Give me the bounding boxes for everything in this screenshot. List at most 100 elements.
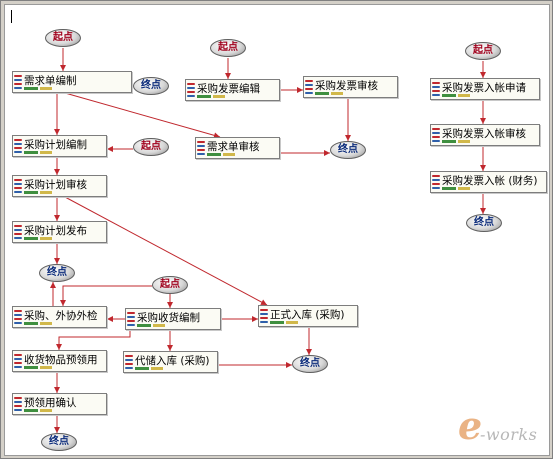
start-node-s5[interactable]: 起点 xyxy=(152,276,188,294)
end-node-e4[interactable]: 终点 xyxy=(466,214,502,232)
task-label: 采购收货编制 xyxy=(137,312,200,324)
task-status-bar xyxy=(24,237,54,240)
arrowhead xyxy=(60,300,66,306)
workflow-canvas[interactable]: 起点需求单编制终点需求单审核起点采购计划编制采购计划审核采购计划发布终点起点采购… xyxy=(4,4,550,456)
edge-n_xqbz-to-n_xqsh xyxy=(64,92,221,138)
task-node-n_fpbj[interactable]: 采购发票编辑 xyxy=(185,79,280,101)
edge-n_shbz-to-n_yly xyxy=(58,330,131,350)
arrowhead xyxy=(107,316,113,322)
start-node-s4[interactable]: 起点 xyxy=(465,42,501,60)
start-label: 起点 xyxy=(473,45,493,56)
task-node-n_xqbz[interactable]: 需求单编制 xyxy=(12,71,132,93)
arrowhead xyxy=(297,87,303,93)
arrowhead xyxy=(167,302,173,308)
task-icon xyxy=(125,354,133,371)
task-status-bar xyxy=(24,191,54,194)
logo-text: -works xyxy=(480,425,538,444)
task-node-n_rzsq[interactable]: 采购发票入帐申请 xyxy=(430,78,540,100)
task-status-bar xyxy=(270,321,300,324)
task-status-bar xyxy=(135,367,165,370)
end-node-e1[interactable]: 终点 xyxy=(133,77,169,95)
task-node-n_xqsh[interactable]: 需求单审核 xyxy=(195,137,280,159)
task-node-n_ylyqr[interactable]: 预领用确认 xyxy=(12,393,107,415)
arrowhead xyxy=(54,129,60,135)
start-label: 起点 xyxy=(141,141,161,152)
task-status-bar xyxy=(207,153,237,156)
task-status-bar xyxy=(315,92,345,95)
task-icon xyxy=(14,178,22,195)
task-label: 采购发票编辑 xyxy=(197,83,260,95)
task-node-n_rzcw[interactable]: 采购发票入帐 (财务) xyxy=(430,171,547,193)
task-node-n_wxwj[interactable]: 采购、外协外检 xyxy=(12,306,107,328)
task-status-bar xyxy=(442,94,472,97)
arrowhead xyxy=(107,146,113,152)
start-label: 起点 xyxy=(53,32,73,43)
end-label: 终点 xyxy=(338,144,358,155)
task-label: 采购计划审核 xyxy=(24,179,87,191)
arrowhead xyxy=(50,282,56,288)
arrowhead xyxy=(324,150,330,156)
task-label: 预领用确认 xyxy=(24,397,77,409)
task-icon xyxy=(14,138,22,155)
task-icon xyxy=(432,127,440,144)
task-icon xyxy=(127,311,135,328)
arrowhead xyxy=(54,215,60,221)
task-label: 采购计划编制 xyxy=(24,139,87,151)
logo-mark: e xyxy=(458,403,483,448)
start-label: 起点 xyxy=(218,42,238,53)
connector-layer xyxy=(50,48,486,433)
arrowhead xyxy=(56,344,62,350)
arrowhead xyxy=(54,169,60,175)
start-node-s2[interactable]: 起点 xyxy=(133,138,169,156)
task-status-bar xyxy=(442,140,472,143)
start-node-s1[interactable]: 起点 xyxy=(45,29,81,47)
arrowhead xyxy=(306,349,312,355)
arrowhead xyxy=(286,362,292,368)
task-status-bar xyxy=(24,322,54,325)
task-status-bar xyxy=(24,409,54,412)
start-node-s3[interactable]: 起点 xyxy=(210,39,246,57)
arrowhead xyxy=(480,208,486,214)
eworks-logo: e -works xyxy=(458,404,548,450)
task-node-n_zsrk[interactable]: 正式入库 (采购) xyxy=(258,305,358,327)
end-node-e5[interactable]: 终点 xyxy=(292,355,328,373)
task-icon xyxy=(14,396,22,413)
task-label: 采购发票入帐 (财务) xyxy=(442,175,538,187)
task-status-bar xyxy=(24,87,54,90)
task-label: 收货物品预领用 xyxy=(24,354,98,366)
end-label: 终点 xyxy=(474,217,494,228)
end-label: 终点 xyxy=(47,267,67,278)
end-label: 终点 xyxy=(300,358,320,369)
task-node-n_fpsh[interactable]: 采购发票审核 xyxy=(303,76,398,98)
task-node-n_yly[interactable]: 收货物品预领用 xyxy=(12,350,107,372)
edge-s5-to-n_wxwj xyxy=(62,285,152,306)
end-node-e6[interactable]: 终点 xyxy=(41,433,77,451)
task-icon xyxy=(432,81,440,98)
task-label: 正式入库 (采购) xyxy=(270,309,345,321)
task-icon xyxy=(187,82,195,99)
task-icon xyxy=(14,224,22,241)
task-node-n_jhbz[interactable]: 采购计划编制 xyxy=(12,135,107,157)
task-label: 采购计划发布 xyxy=(24,225,87,237)
task-node-n_jhsh[interactable]: 采购计划审核 xyxy=(12,175,107,197)
edge-n_jhsh-to-n_zsrk xyxy=(64,196,268,306)
arrowhead xyxy=(167,345,173,351)
arrowhead xyxy=(54,258,60,264)
task-node-n_jhfb[interactable]: 采购计划发布 xyxy=(12,221,107,243)
task-node-n_dcrk[interactable]: 代储入库 (采购) xyxy=(123,351,218,373)
task-status-bar xyxy=(24,151,54,154)
task-label: 代储入库 (采购) xyxy=(135,355,210,367)
task-label: 采购发票入帐审核 xyxy=(442,128,526,140)
task-icon xyxy=(432,174,440,191)
arrowhead xyxy=(54,427,60,433)
task-node-n_shbz[interactable]: 采购收货编制 xyxy=(125,308,221,330)
task-icon xyxy=(197,140,205,157)
task-status-bar xyxy=(24,366,54,369)
task-status-bar xyxy=(137,324,167,327)
end-node-e3[interactable]: 终点 xyxy=(330,141,366,159)
task-icon xyxy=(305,79,313,96)
task-node-n_rzsh[interactable]: 采购发票入帐审核 xyxy=(430,124,540,146)
end-node-e2[interactable]: 终点 xyxy=(39,264,75,282)
arrowhead xyxy=(260,299,267,305)
task-icon xyxy=(14,74,22,91)
